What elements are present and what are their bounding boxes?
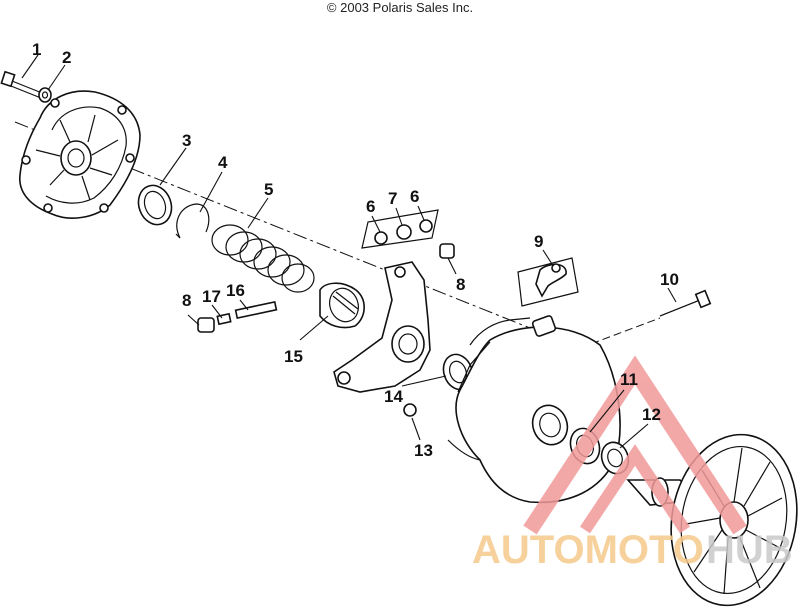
- callout-7: 7: [388, 189, 397, 208]
- callout-13: 13: [414, 441, 433, 460]
- part-7-spacer: [396, 224, 412, 240]
- part-3-bearing: [137, 184, 173, 226]
- watermark-text-part1: AUTOMOTO: [472, 528, 704, 572]
- callout-1: 1: [32, 40, 41, 59]
- detail-box-6-7: [361, 209, 439, 249]
- part-1-bolt: [0, 70, 43, 99]
- leader-lines: [21, 54, 677, 449]
- part-13-nut: [403, 403, 417, 417]
- watermark-triangle-inner: [580, 444, 690, 534]
- cover-plate: [19, 90, 141, 219]
- watermark-text-part2: HUB: [706, 528, 793, 572]
- part-8-nut-right: [439, 243, 455, 259]
- part-10-bolt: [659, 289, 712, 317]
- part-6-washer-b: [419, 219, 433, 233]
- callout-9: 9: [534, 232, 543, 251]
- spider-arm: [333, 261, 431, 393]
- part-4-snap-ring: [175, 203, 210, 239]
- callout-8-right: 8: [456, 275, 465, 294]
- callout-11: 11: [620, 370, 638, 389]
- callout-8-left: 8: [182, 291, 191, 310]
- callout-5: 5: [264, 180, 273, 199]
- callout-15: 15: [284, 347, 303, 366]
- movable-sheave: [447, 315, 621, 504]
- part-8-nut-left: [197, 317, 215, 333]
- part-9-bracket: [517, 257, 579, 307]
- callout-6-left: 6: [366, 197, 375, 216]
- watermark-logo: AUTOMOTO HUB: [472, 355, 793, 572]
- callout-2: 2: [62, 48, 71, 67]
- watermark-triangle-outer: [523, 355, 747, 535]
- callout-14: 14: [384, 387, 403, 406]
- part-5-spring: [211, 224, 315, 293]
- copyright-notice: © 2003 Polaris Sales Inc.: [326, 0, 474, 15]
- part-6-washer-a: [374, 231, 388, 245]
- part-2-washer: [38, 87, 52, 103]
- callout-4: 4: [218, 153, 228, 172]
- callout-12: 12: [642, 405, 661, 424]
- fixed-sheave-wheel: [626, 433, 798, 607]
- callout-3: 3: [182, 131, 191, 150]
- callout-6-right: 6: [410, 187, 419, 206]
- callout-10: 10: [660, 270, 679, 289]
- callout-labels: 1 2 3 4 5 6 7 6 8 9 10 8 17 16 15 11 12 …: [32, 40, 679, 460]
- part-15-cam: [319, 282, 365, 329]
- center-axis: [14, 121, 561, 341]
- callout-16: 16: [226, 281, 245, 300]
- part-16-pin: [234, 300, 278, 320]
- callout-17: 17: [202, 287, 221, 306]
